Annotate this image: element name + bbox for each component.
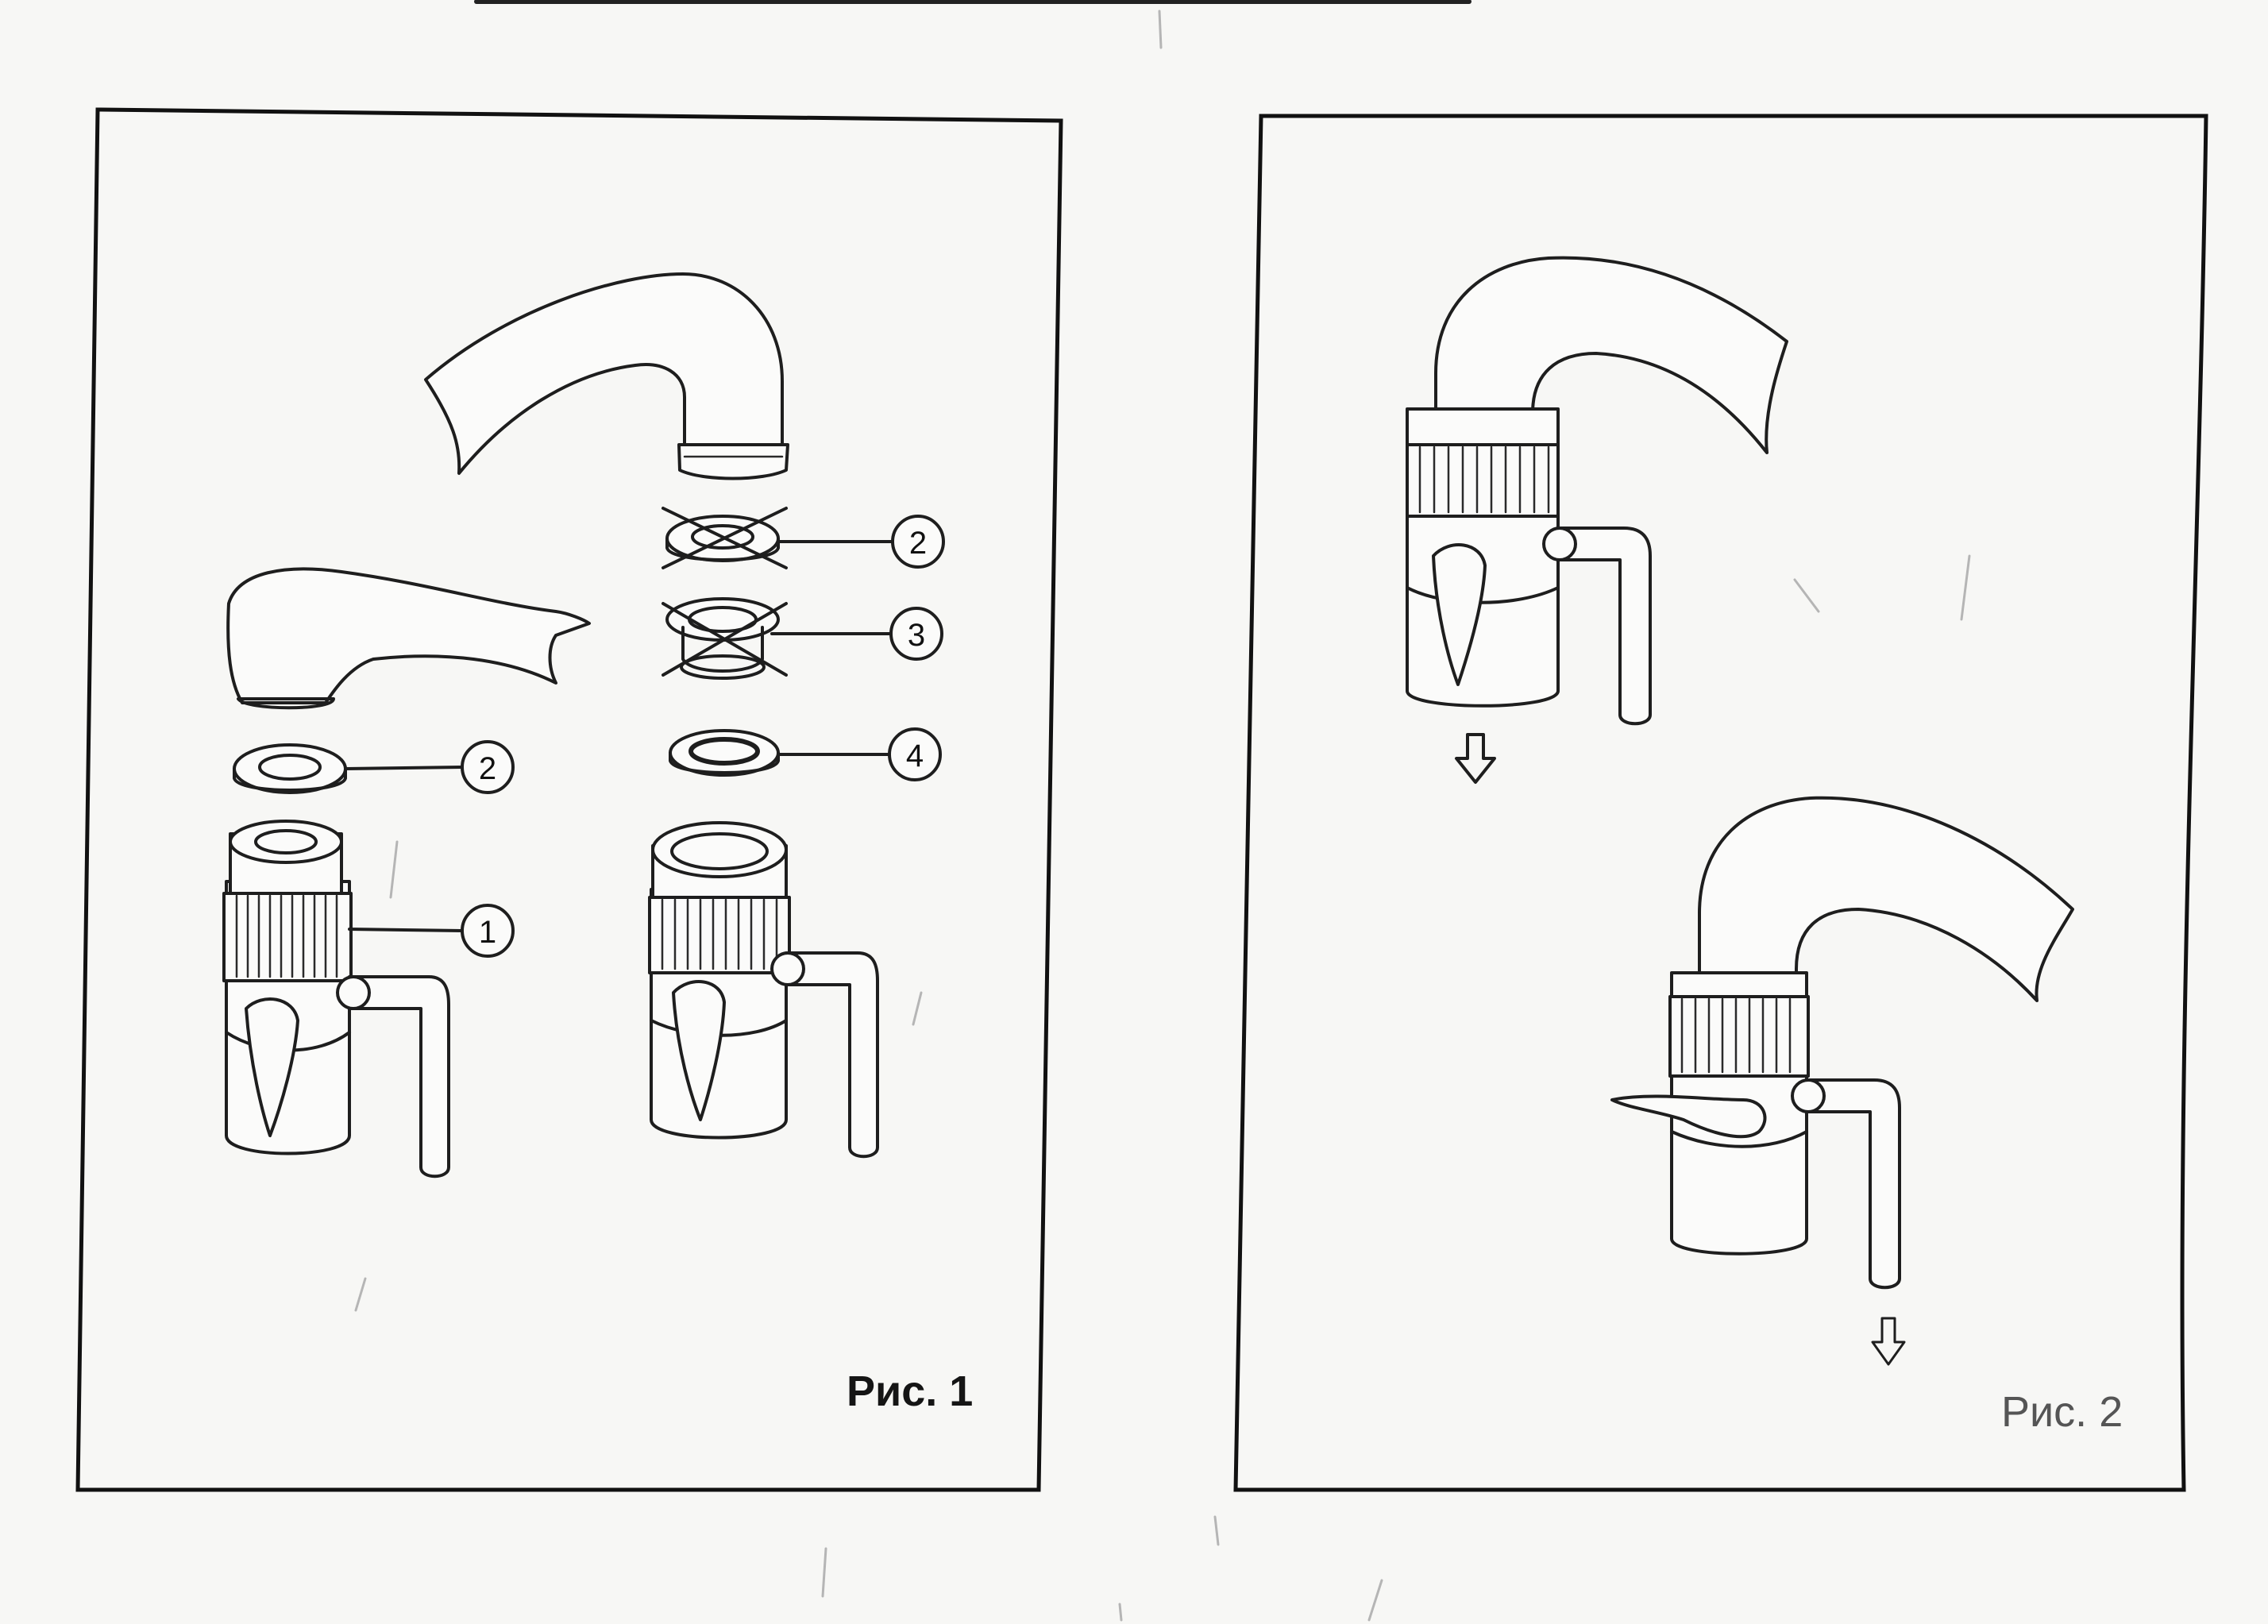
figure-1: 1 2 2 3 4 Рис. 1 — [75, 107, 1063, 1492]
callout-3-label: 3 — [908, 618, 925, 653]
figure-1-frame — [75, 107, 1063, 1492]
outlet-pipe-lower — [1805, 1078, 1901, 1290]
gasket-2-left — [233, 743, 347, 794]
figure-2: Рис. 2 — [1233, 114, 2208, 1492]
outlet-pipe-upper — [1556, 527, 1652, 726]
valve-lever-lower — [1610, 1094, 1767, 1139]
callout-4: 4 — [778, 727, 942, 781]
valve-lever-right — [672, 980, 726, 1121]
faucet-lower — [1610, 796, 2074, 1290]
outlet-pipe-left — [348, 975, 450, 1178]
knurled-ring-left — [235, 894, 338, 978]
diverter-valve-left — [222, 820, 450, 1178]
knurled-ring-right — [661, 898, 778, 970]
knurled-ring-lower — [1680, 997, 1792, 1074]
down-arrow-icon — [1455, 733, 1496, 784]
scan-smudges — [354, 0, 1971, 1622]
callout-1-label: 1 — [479, 915, 496, 950]
callout-2-right-label: 2 — [909, 526, 927, 561]
knurled-ring-upper — [1418, 446, 1550, 514]
callout-3: 3 — [770, 607, 943, 661]
gasket-2-crossed — [662, 507, 788, 569]
valve-lever-left — [245, 997, 299, 1137]
down-arrow-icon — [1871, 1317, 1906, 1366]
callout-2-right: 2 — [778, 515, 945, 569]
figure-2-caption: Рис. 2 — [2001, 1388, 2123, 1436]
outlet-pipe-right — [785, 951, 879, 1159]
figure-2-frame — [1233, 114, 2208, 1492]
callout-4-label: 4 — [906, 739, 924, 773]
callout-2-left-label: 2 — [479, 751, 496, 786]
insert-3-crossed — [662, 597, 788, 680]
callout-2-left: 2 — [345, 740, 515, 794]
diverter-valve-right — [648, 821, 879, 1159]
spout-top — [424, 272, 789, 480]
faucet-upper — [1406, 256, 1788, 726]
gasket-4 — [669, 729, 780, 777]
spout-left — [226, 567, 591, 710]
callout-1: 1 — [348, 904, 515, 958]
figure-1-caption: Рис. 1 — [847, 1367, 973, 1415]
valve-lever-upper — [1432, 543, 1487, 686]
